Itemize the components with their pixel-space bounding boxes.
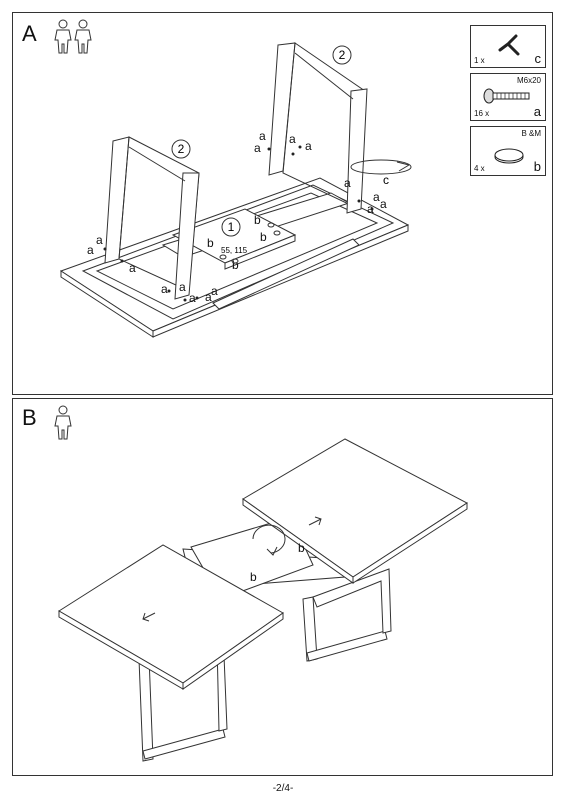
pad-label: b — [298, 541, 305, 555]
bolt-label: a — [161, 282, 168, 296]
key-label: c — [383, 173, 389, 187]
bolt-label: a — [344, 176, 351, 190]
step-a-label: A — [22, 21, 37, 46]
pad-label: b — [207, 236, 214, 250]
hardware-box-a: M6x20 16 x a — [470, 73, 546, 121]
bolt-label: a — [289, 132, 296, 146]
pad-label: b — [232, 258, 239, 272]
svg-text:2: 2 — [178, 142, 185, 156]
bolt-label: a — [189, 291, 196, 305]
bolt-label: a — [179, 280, 186, 294]
allen-key-icon — [498, 34, 520, 56]
hardware-qty: 16 x — [474, 109, 490, 118]
bolt-label: a — [205, 290, 212, 304]
svg-text:1: 1 — [228, 220, 235, 234]
bolt-label: a — [305, 139, 312, 153]
bolt-label: a — [129, 261, 136, 275]
felt-pad-icon — [494, 148, 524, 164]
person-icon — [54, 405, 72, 440]
bolt-label: a — [259, 129, 266, 143]
step-b-label: B — [22, 405, 37, 430]
hardware-spec: M6x20 — [516, 76, 541, 85]
frame-assembly-drawing: 2 2 1 a a a a a a a a a a a a a a a a — [59, 42, 412, 338]
hardware-box-b: B &M 4 x b — [470, 126, 546, 176]
two-persons-icon — [54, 19, 92, 54]
hardware-box-c: 1 x c — [470, 25, 546, 68]
table-extension-drawing: b b — [58, 438, 468, 762]
dimension-text: 55, 115 — [221, 246, 248, 255]
hardware-code: b — [533, 159, 541, 174]
bolt-label: a — [96, 233, 103, 247]
bolt-label: a — [373, 190, 380, 204]
pad-label: b — [260, 230, 267, 244]
pad-label: b — [250, 570, 257, 584]
svg-text:2: 2 — [339, 48, 346, 62]
leg-callout: 2 — [332, 45, 352, 65]
hardware-qty: 4 x — [474, 164, 485, 173]
bolt-label: a — [211, 284, 218, 298]
hardware-code: c — [534, 51, 542, 66]
bolt-label: a — [254, 141, 261, 155]
page-number: -2/4- — [272, 783, 294, 794]
hardware-spec: B &M — [521, 129, 541, 138]
bolt-icon — [483, 88, 530, 104]
hardware-qty: 1 x — [474, 56, 485, 65]
hardware-code: a — [533, 104, 541, 119]
bolt-label: a — [87, 243, 94, 257]
bracket-callout: 1 — [221, 217, 241, 237]
pad-label: b — [254, 213, 261, 227]
bolt-label: a — [380, 197, 387, 211]
leg-callout: 2 — [171, 139, 191, 159]
step-a-panel: A 1 x c M6x20 16 x a B &M 4 x — [12, 12, 553, 395]
step-b-panel: B — [12, 398, 553, 776]
